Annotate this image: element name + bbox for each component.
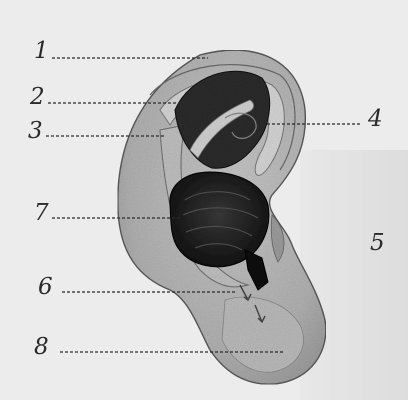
label-7: 7 [34, 202, 49, 225]
label-8: 8 [34, 336, 49, 359]
background-shade [300, 150, 408, 400]
label-3: 3 [28, 120, 43, 143]
concha [170, 172, 269, 267]
label-6: 6 [38, 276, 53, 299]
label-1: 1 [34, 40, 49, 63]
label-2: 2 [30, 86, 45, 109]
label-4: 4 [368, 108, 383, 131]
label-5: 5 [370, 232, 385, 255]
